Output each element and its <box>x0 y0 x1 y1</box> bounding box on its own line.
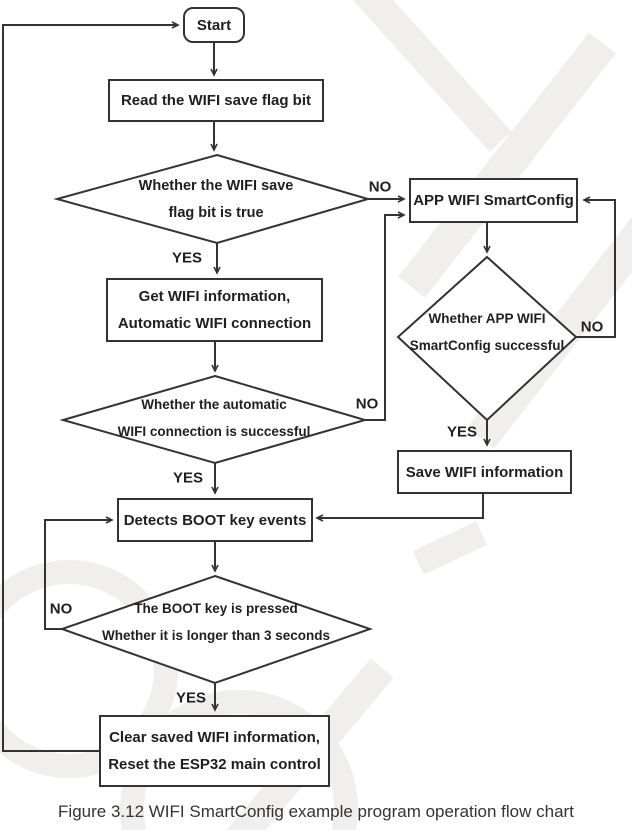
figure-caption: Figure 3.12 WIFI SmartConfig example pro… <box>58 802 574 821</box>
edge-clear-to-start <box>2 21 180 752</box>
edge-label-flag-yes: YES <box>171 249 203 267</box>
node-get-wifi-line1: Get WIFI information, <box>138 288 291 305</box>
edge-label-boot-yes: YES <box>175 689 207 707</box>
decision-boot-line1: The BOOT key is pressed <box>134 601 298 616</box>
node-detect-boot: Detects BOOT key events <box>117 498 313 542</box>
node-app-smartconfig: APP WIFI SmartConfig <box>409 178 578 223</box>
decision-boot-diamond <box>58 574 374 685</box>
decision-auto-diamond <box>59 374 369 465</box>
node-read-flag: Read the WIFI save flag bit <box>108 79 324 122</box>
decision-auto-line2: WIFI connection is successful <box>117 424 311 439</box>
node-start: Start <box>183 7 245 43</box>
node-start-label: Start <box>196 16 232 34</box>
node-clear-wifi: Clear saved WIFI information, Reset the … <box>99 715 330 787</box>
decision-auto-line1: Whether the automatic <box>141 397 287 412</box>
node-get-wifi-line2: Automatic WIFI connection <box>117 315 312 332</box>
edge-label-smartconfig-yes: YES <box>446 423 478 441</box>
node-detect-boot-label: Detects BOOT key events <box>123 511 307 529</box>
decision-auto-label: Whether the automatic WIFI connection is… <box>118 391 311 445</box>
decision-flag-label: Whether the WIFI save flag bit is true <box>139 173 294 227</box>
decision-boot-line2: Whether it is longer than 3 seconds <box>101 628 331 643</box>
decision-boot-label: The BOOT key is pressed Whether it is lo… <box>102 595 330 649</box>
node-read-flag-label: Read the WIFI save flag bit <box>120 92 312 109</box>
edge-label-boot-no: NO <box>49 600 73 618</box>
edge-smartconfig-no-loop <box>576 196 616 338</box>
node-clear-wifi-line1: Clear saved WIFI information, <box>109 729 320 746</box>
edge-label-auto-yes: YES <box>172 469 204 487</box>
edge-label-flag-no: NO <box>368 178 392 196</box>
decision-flag-line2: flag bit is true <box>168 205 264 221</box>
decision-smartconfig-line2: SmartConfig successful <box>409 338 565 353</box>
decision-smartconfig-label: Whether APP WIFI SmartConfig successful <box>410 305 565 359</box>
node-save-wifi: Save WIFI information <box>397 450 572 494</box>
node-get-wifi: Get WIFI information, Automatic WIFI con… <box>106 278 323 342</box>
node-save-wifi-label: Save WIFI information <box>405 463 564 481</box>
edge-boot-no-loop <box>44 516 114 630</box>
decision-flag-diamond <box>53 153 372 245</box>
edge-label-smartconfig-no: NO <box>580 318 604 336</box>
edge-label-auto-no: NO <box>355 395 379 413</box>
node-clear-wifi-line2: Reset the ESP32 main control <box>108 756 321 773</box>
decision-smartconfig-line1: Whether APP WIFI <box>428 311 546 326</box>
node-app-smartconfig-label: APP WIFI SmartConfig <box>413 192 574 209</box>
edge-auto-no-to-app <box>365 211 406 421</box>
decision-flag-line1: Whether the WIFI save <box>138 178 294 194</box>
decision-smartconfig-diamond <box>396 255 578 422</box>
edge-save-to-detects <box>315 494 484 522</box>
